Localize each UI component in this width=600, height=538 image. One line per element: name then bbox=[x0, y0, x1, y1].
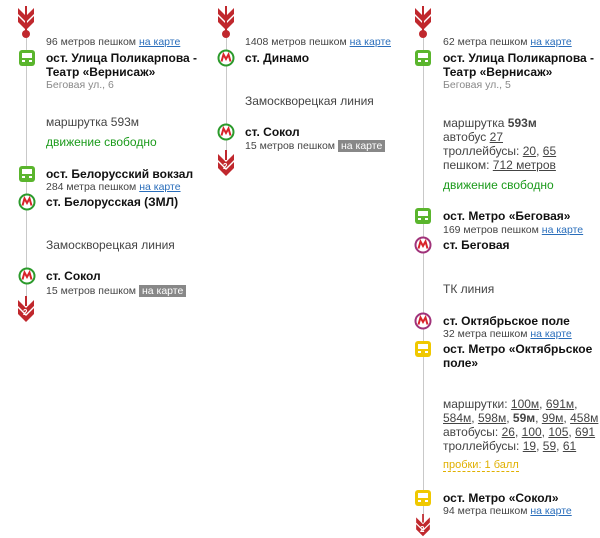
map-link[interactable]: на карте bbox=[139, 181, 181, 193]
metro-station: ст. Беговая bbox=[443, 238, 510, 252]
metro-icon bbox=[217, 49, 235, 67]
route-link[interactable]: 100 bbox=[521, 425, 542, 439]
route-link[interactable]: 712 метров bbox=[492, 158, 556, 172]
traffic-status: движение свободно bbox=[443, 178, 554, 192]
bus-row: автобус 27 bbox=[443, 130, 503, 144]
arrow-number: 2 bbox=[23, 308, 28, 317]
stop-address: Беговая ул., 6 bbox=[46, 79, 114, 91]
bus-icon bbox=[414, 49, 432, 67]
arrow-down-icon bbox=[214, 6, 238, 38]
route-link[interactable]: 59 bbox=[542, 439, 557, 453]
walk-distance: 32 метра пешком на карте bbox=[443, 328, 572, 340]
route-link[interactable]: 598м bbox=[477, 411, 507, 425]
metro-station: ст. Октябрьское поле bbox=[443, 314, 570, 328]
bus-icon bbox=[414, 340, 432, 358]
bus-icon bbox=[414, 207, 432, 225]
route-line bbox=[26, 30, 27, 300]
route-link[interactable]: 584м bbox=[443, 411, 472, 425]
stop-name: ост. Метро «Октябрьское bbox=[443, 342, 593, 356]
walk-distance: 15 метров пешком на карте bbox=[245, 140, 386, 152]
stop-name: ост. Улица Поликарпова - bbox=[443, 51, 595, 65]
route-link[interactable]: 61 bbox=[562, 439, 577, 453]
stop-name-line2: Театр «Вернисаж» bbox=[46, 65, 156, 79]
marshrutki-row: маршрутки: 100м, 691м, bbox=[443, 397, 578, 411]
metro-line-name: ТК линия bbox=[443, 282, 495, 296]
walk-distance: 1408 метров пешком на карте bbox=[245, 36, 391, 48]
route-link[interactable]: 20 bbox=[522, 144, 537, 158]
metro-icon bbox=[18, 193, 36, 211]
map-link[interactable]: на карте bbox=[530, 328, 572, 340]
walk-distance: 94 метра пешком на карте bbox=[443, 505, 572, 517]
map-link[interactable]: на карте bbox=[530, 36, 572, 48]
bus-icon bbox=[18, 49, 36, 67]
map-link[interactable]: на карте bbox=[138, 36, 181, 48]
route-link[interactable]: 100м bbox=[510, 397, 540, 411]
stop-name-line2: Театр «Вернисаж» bbox=[443, 65, 553, 79]
route-link[interactable]: 691 bbox=[575, 425, 596, 439]
metro-icon bbox=[414, 312, 432, 330]
route-link[interactable]: 65 bbox=[542, 144, 557, 158]
metro-station: ст. Динамо bbox=[245, 51, 310, 65]
metro-line-name: Замоскворецкая линия bbox=[46, 238, 175, 252]
metro-station: ст. Сокол bbox=[245, 125, 300, 139]
metro-icon bbox=[18, 267, 36, 285]
route-link[interactable]: 105 bbox=[548, 425, 569, 439]
stop-name: ост. Метро «Сокол» bbox=[443, 491, 559, 505]
route-link[interactable]: 19 bbox=[522, 439, 537, 453]
route-link[interactable]: 458м bbox=[570, 411, 599, 425]
walk-distance: 169 метров пешком на карте bbox=[443, 224, 584, 236]
stop-name: ост. Метро «Беговая» bbox=[443, 209, 571, 223]
map-link[interactable]: на карте bbox=[541, 224, 584, 236]
stop-name-line2: поле» bbox=[443, 356, 479, 370]
traffic-jam-status[interactable]: пробки: 1 балл bbox=[443, 459, 519, 472]
arrow-down-icon bbox=[411, 6, 435, 38]
buses-row: автобусы: 26, 100, 105, 691 bbox=[443, 425, 596, 439]
marshrutka-row: маршрутка 593м bbox=[443, 116, 537, 130]
route-line bbox=[226, 30, 227, 156]
metro-line-name: Замоскворецкая линия bbox=[245, 94, 374, 108]
route-number: маршрутка 593м bbox=[46, 115, 140, 129]
map-link[interactable]: на карте bbox=[530, 505, 572, 517]
trolley-row: троллейбусы: 20, 65 bbox=[443, 144, 557, 158]
bus-icon bbox=[18, 165, 36, 183]
metro-station: ст. Белорусская (ЗМЛ) bbox=[46, 195, 179, 209]
metro-icon bbox=[414, 236, 432, 254]
walk-distance: 96 метров пешком на карте bbox=[46, 36, 181, 48]
route-link[interactable]: 99м bbox=[541, 411, 564, 425]
trolleys-row: троллейбусы: 19, 59, 61 bbox=[443, 439, 577, 453]
stop-name: ост. Белорусский вокзал bbox=[46, 167, 194, 181]
stop-address: Беговая ул., 5 bbox=[443, 79, 511, 91]
marshrutki-row2: 584м, 598м, 59м, 99м, 458м bbox=[443, 411, 599, 425]
arrow-number: 2 bbox=[223, 162, 228, 171]
map-link[interactable]: на карте bbox=[349, 36, 391, 48]
stop-name: ост. Улица Поликарпова - bbox=[46, 51, 198, 65]
route-link[interactable]: 27 bbox=[489, 130, 503, 144]
walk-distance: 284 метра пешком на карте bbox=[46, 181, 181, 193]
traffic-status: движение свободно bbox=[46, 135, 157, 149]
metro-station: ст. Сокол bbox=[46, 269, 101, 283]
walk-distance: 15 метров пешком на карте bbox=[46, 285, 187, 297]
arrow-number: 2 bbox=[420, 525, 425, 534]
route-link[interactable]: 691м bbox=[545, 397, 575, 411]
walk-distance: 62 метра пешком на карте bbox=[443, 36, 572, 48]
map-link[interactable]: на карте bbox=[138, 285, 187, 297]
foot-row: пешком: 712 метров bbox=[443, 158, 556, 172]
route-line bbox=[423, 30, 424, 520]
bus-icon bbox=[414, 489, 432, 507]
map-link[interactable]: на карте bbox=[337, 140, 386, 152]
metro-icon bbox=[217, 123, 235, 141]
arrow-down-icon bbox=[14, 6, 38, 38]
route-link[interactable]: 26 bbox=[501, 425, 515, 439]
